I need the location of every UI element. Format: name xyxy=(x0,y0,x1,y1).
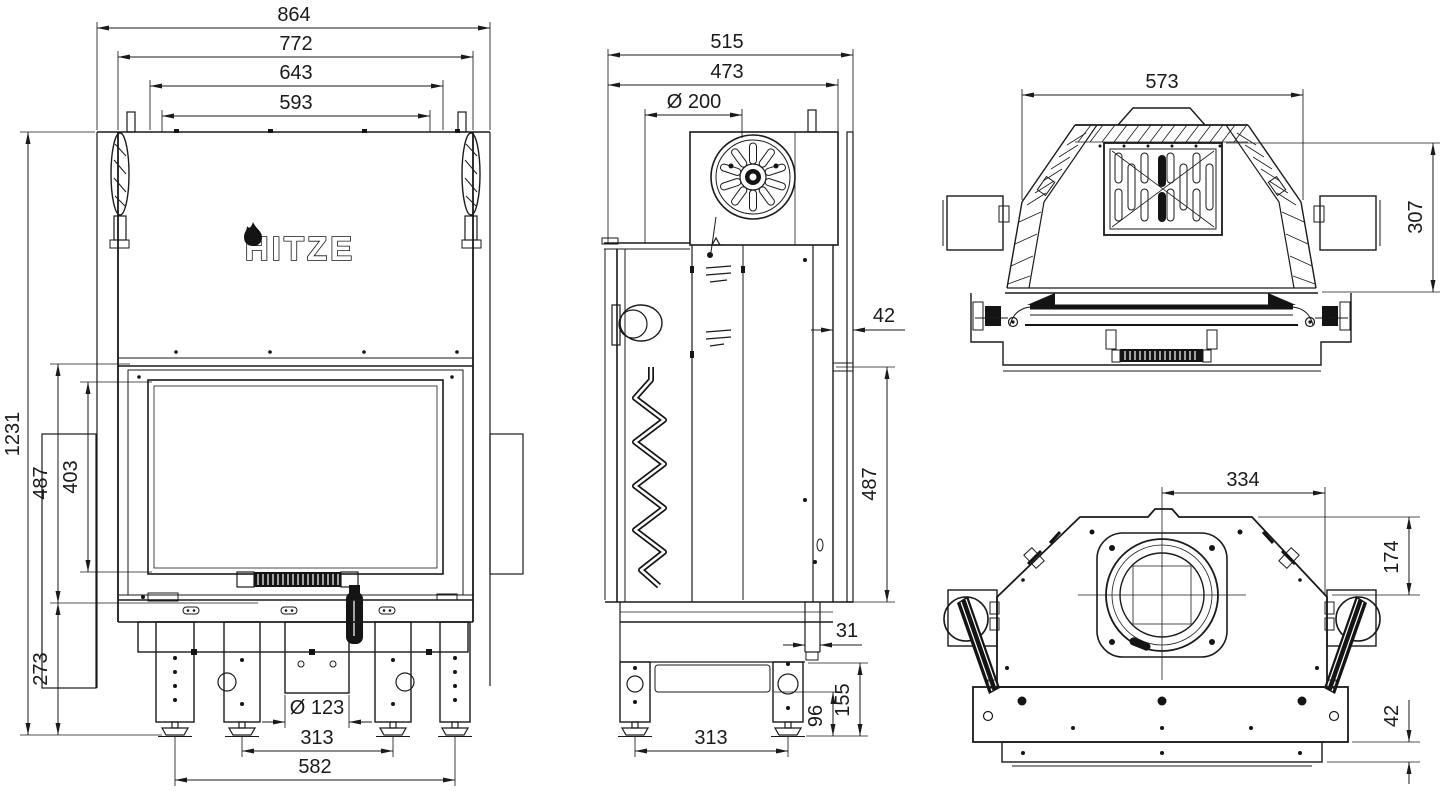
front-dimensions-bottom: Ø 123 313 582 xyxy=(174,695,456,786)
brand-logo: HITZE xyxy=(244,222,355,268)
side-dimensions-right: 42 487 31 155 96 313 xyxy=(634,305,905,757)
left-duct xyxy=(942,195,1010,251)
dim-front-feet-spacing: 313 xyxy=(300,727,333,749)
grate xyxy=(1103,142,1223,236)
side-view: 515 473 Ø 200 xyxy=(601,31,905,757)
right-duct xyxy=(1313,195,1381,251)
dim-front-height-door: 487 xyxy=(30,466,52,499)
top-view: 573 307 xyxy=(942,71,1440,372)
back-left-roller xyxy=(943,589,1000,694)
latch-bolt xyxy=(349,585,360,593)
dim-side-bracket: 31 xyxy=(836,620,858,642)
front-view: 864 772 643 593 1231 487 403 273 xyxy=(2,4,524,786)
dim-front-air-inlet: Ø 123 xyxy=(290,697,344,719)
dim-side-rear-panel: 487 xyxy=(859,467,881,500)
lifting-eye xyxy=(710,236,722,246)
dim-side-depth-overall: 515 xyxy=(710,31,743,53)
front-door-glass xyxy=(127,369,464,602)
back-right-roller xyxy=(1324,589,1381,694)
flame-icon xyxy=(244,222,262,246)
dim-front-feet-span: 582 xyxy=(298,756,331,778)
flue-collar xyxy=(1078,487,1246,680)
top-dimensions: 573 307 xyxy=(1021,71,1440,293)
front-feet xyxy=(158,721,472,737)
dim-front-height-overall: 1231 xyxy=(2,412,24,457)
dim-front-height-glass: 403 xyxy=(60,460,82,493)
front-right-pulley xyxy=(461,132,482,249)
top-glass-band xyxy=(1005,287,1318,326)
dim-top-width: 573 xyxy=(1145,71,1178,93)
dim-front-width-frame: 643 xyxy=(279,62,312,84)
top-body xyxy=(942,107,1381,372)
dim-front-width-body: 772 xyxy=(279,33,312,55)
dim-front-height-base: 273 xyxy=(30,652,52,685)
zigzag-spring xyxy=(632,367,667,589)
side-base xyxy=(605,601,853,737)
back-body xyxy=(943,487,1381,767)
pulley-wheel xyxy=(710,134,796,220)
side-body xyxy=(601,109,854,737)
top-left-roller xyxy=(972,301,1019,331)
dim-side-base-height: 155 xyxy=(832,683,854,716)
side-dimensions-top: 515 473 Ø 200 xyxy=(607,31,854,243)
air-intake-pipe xyxy=(611,304,663,346)
front-dimensions-left: 1231 487 403 273 xyxy=(2,131,258,736)
front-base-bar xyxy=(118,594,473,623)
back-dimensions: 334 174 42 xyxy=(1162,469,1420,784)
dim-side-flue-diameter: Ø 200 xyxy=(667,91,721,113)
top-right-roller xyxy=(1304,301,1351,331)
rear-band-hatch xyxy=(1075,124,1248,143)
front-dimensions-top: 864 772 643 593 xyxy=(96,4,491,132)
dim-back-plate-height: 42 xyxy=(1381,705,1403,727)
vent-slots xyxy=(705,265,732,347)
dim-front-width-glass: 593 xyxy=(279,92,312,114)
front-body: HITZE xyxy=(41,111,524,737)
right-wall xyxy=(1225,124,1317,289)
dim-side-feet-spacing: 313 xyxy=(694,727,727,749)
flue-box xyxy=(689,131,839,246)
brand-logo-text: HITZE xyxy=(245,230,355,267)
back-base-plates xyxy=(972,686,1349,767)
dim-back-flue-depth: 174 xyxy=(1381,540,1403,573)
back-view: 334 174 42 xyxy=(943,469,1420,784)
front-left-pulley xyxy=(109,132,130,249)
dim-side-outlet-height: 96 xyxy=(805,705,827,727)
door-handle xyxy=(236,571,363,644)
dim-top-depth: 307 xyxy=(1405,200,1427,233)
dim-back-flue-offset: 334 xyxy=(1226,469,1259,491)
dim-side-rear-offset: 42 xyxy=(873,305,895,327)
left-wall xyxy=(1006,124,1098,289)
dim-side-depth-body: 473 xyxy=(710,61,743,83)
top-base-plate xyxy=(970,293,1352,372)
pulley-cable xyxy=(710,216,717,253)
dim-front-width-overall: 864 xyxy=(277,4,310,26)
